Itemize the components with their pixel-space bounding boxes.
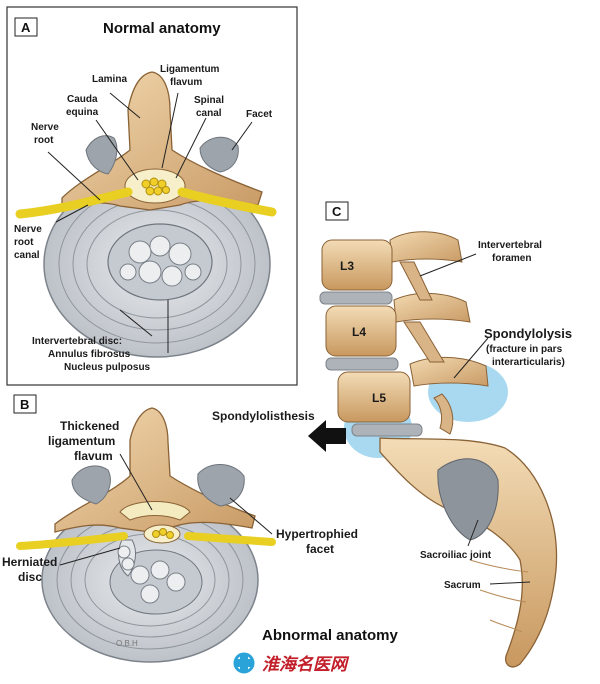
label-l3: L3 <box>340 259 354 273</box>
cauda-equina-a <box>141 177 170 196</box>
label-spondylolisthesis: Spondylolisthesis <box>212 409 315 423</box>
label-nerve-root-canal-2: root <box>14 237 34 248</box>
label-thickened-2: ligamentum <box>48 434 115 448</box>
label-hypertrophied-2: facet <box>306 542 334 556</box>
panel-c-letter-box <box>325 201 349 221</box>
watermark-text: 淮海名医网 <box>262 655 350 675</box>
label-disc-3: Nucleus pulposus <box>64 362 151 373</box>
leader-lines-b <box>59 453 273 566</box>
vertebra-l3 <box>321 239 393 291</box>
facet-joint-left-b <box>71 465 111 505</box>
vertebral-arch-b <box>54 407 256 544</box>
panel-b-letter: B <box>20 397 29 412</box>
vertebral-arch-a <box>61 71 263 211</box>
label-foramen-1: Intervertebral <box>478 240 542 251</box>
leader-lines-a <box>47 92 253 353</box>
panel-b: B <box>2 394 399 663</box>
leader-lines-c <box>419 253 531 585</box>
panel-a-title: Normal anatomy <box>103 20 221 37</box>
label-spondylolysis-3: interarticularis) <box>492 357 565 368</box>
panel-a-letter-box <box>14 17 38 37</box>
label-l5: L5 <box>372 391 386 405</box>
label-spondylolysis-1: Spondylolysis <box>484 326 572 341</box>
label-nerve-root-canal-1: Nerve <box>14 224 42 235</box>
panel-b-letter-box <box>13 394 37 414</box>
panel-a-letter: A <box>21 20 31 35</box>
label-cauda-equina-1: Cauda <box>67 94 98 105</box>
panel-a: A Normal anatomy <box>6 6 298 386</box>
facet-joint-left-a <box>85 135 118 175</box>
artist-mark: O.B.H <box>116 639 138 648</box>
label-spinal-canal-1: Spinal <box>194 95 224 106</box>
watermark-logo-icon <box>233 652 255 674</box>
label-ligamentum-flavum-2: flavum <box>170 77 202 88</box>
label-nerve-root-2: root <box>34 135 54 146</box>
vertebra-l5 <box>337 371 411 423</box>
vertebral-bodies-c <box>319 239 423 437</box>
watermark: 淮海名医网 <box>233 652 350 675</box>
panel-b-title: Abnormal anatomy <box>262 627 399 644</box>
spondylolisthesis-arrow-icon <box>308 420 346 452</box>
label-foramen-2: foramen <box>492 253 531 264</box>
hypertrophied-facet-b <box>197 464 245 507</box>
label-spondylolysis-2: (fracture in pars <box>486 344 563 355</box>
label-thickened-1: Thickened <box>60 419 119 433</box>
nerve-root-right-a <box>177 187 277 217</box>
label-disc-1: Intervertebral disc: <box>32 336 122 347</box>
posterior-elements-c <box>389 231 489 435</box>
disc-l3-l4 <box>319 291 393 305</box>
nerve-root-right-b <box>184 532 276 546</box>
nucleus-pulposus-a <box>107 223 213 301</box>
label-thickened-3: flavum <box>74 449 113 463</box>
label-nerve-root-1: Nerve <box>31 122 59 133</box>
sacroiliac-joint-c <box>437 458 499 541</box>
vertebra-l4 <box>325 305 397 357</box>
label-cauda-equina-2: equina <box>66 107 99 118</box>
label-sacrum: Sacrum <box>444 580 481 591</box>
panel-c-letter: C <box>332 204 342 219</box>
label-herniated-2: disc <box>18 570 42 584</box>
label-nerve-root-canal-3: canal <box>14 250 40 261</box>
panel-c: C <box>212 201 572 668</box>
disc-l4-l5 <box>325 357 399 371</box>
label-l4: L4 <box>352 325 366 339</box>
label-sacroiliac: Sacroiliac joint <box>420 550 492 561</box>
nerve-root-left-b <box>16 532 128 550</box>
label-disc-2: Annulus fibrosus <box>48 349 131 360</box>
label-hypertrophied-1: Hypertrophied <box>276 527 358 541</box>
label-herniated-1: Herniated <box>2 555 57 569</box>
label-facet: Facet <box>246 109 273 120</box>
label-lamina: Lamina <box>92 74 127 85</box>
label-ligamentum-flavum-1: Ligamentum <box>160 64 220 75</box>
label-spinal-canal-2: canal <box>196 108 222 119</box>
thickened-ligamentum-flavum-b <box>119 501 191 521</box>
facet-joint-right-a <box>199 136 239 173</box>
disc-l5-s1 <box>351 423 423 437</box>
nerve-root-left-a <box>15 187 133 219</box>
